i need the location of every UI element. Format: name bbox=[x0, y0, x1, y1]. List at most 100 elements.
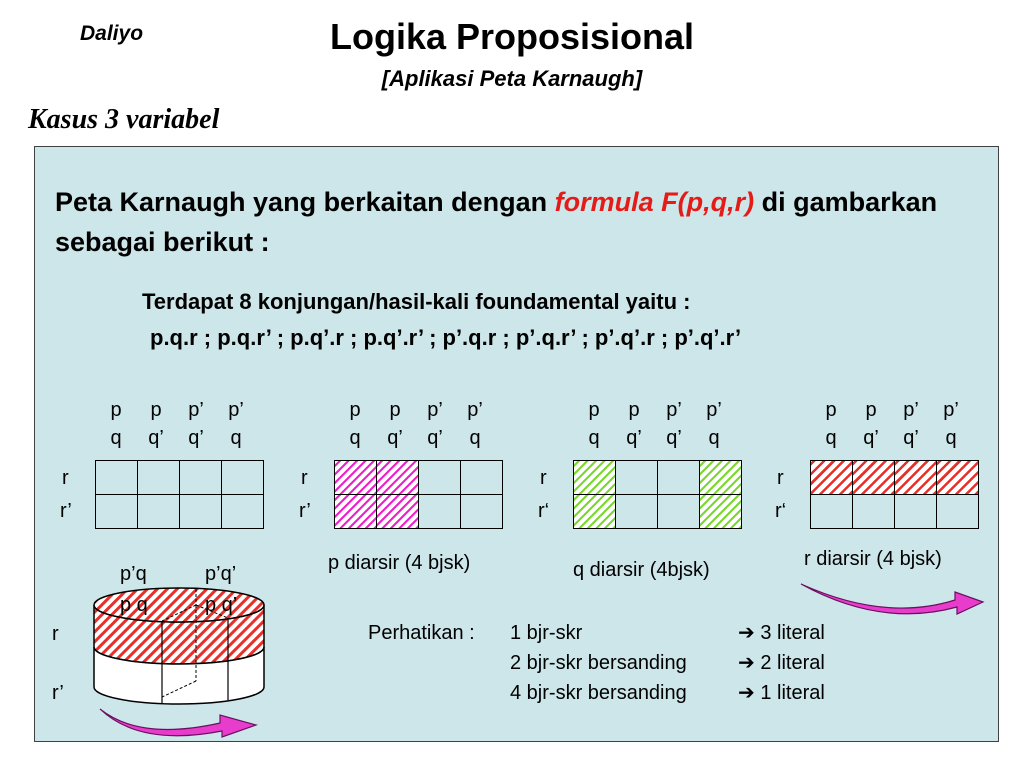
kmap2-cell-shaded bbox=[377, 461, 419, 495]
kmap-4 bbox=[810, 460, 979, 529]
map4-header-top: p p p’ p’ bbox=[811, 396, 971, 424]
cylinder-top-label-1: p’q bbox=[120, 563, 147, 585]
note-line-2-left: 2 bjr-skr bersanding bbox=[510, 652, 687, 674]
map3-header-top: p p p’ p’ bbox=[574, 396, 734, 424]
intro-text: Peta Karnaugh yang berkaitan dengan form… bbox=[55, 182, 990, 262]
note-line-3-left: 4 bjr-skr bersanding bbox=[510, 682, 687, 704]
map3-head-top-1: p bbox=[588, 399, 600, 421]
kmap3-cell-shaded bbox=[700, 461, 742, 495]
kmap3-cell-shaded bbox=[574, 495, 616, 529]
intro-part1: Peta Karnaugh yang berkaitan dengan bbox=[55, 187, 555, 217]
map2-head-top-2: p bbox=[389, 399, 401, 421]
note-line-1-value: 3 literal bbox=[760, 622, 825, 644]
kmap2-cell-shaded bbox=[335, 495, 377, 529]
cylinder-row-label-2: r’ bbox=[52, 682, 64, 704]
kmap2-cell bbox=[419, 461, 461, 495]
map2-head-top-3: p’ bbox=[427, 399, 443, 421]
map3-head-top-3: p’ bbox=[666, 399, 682, 421]
map3-head-bot-3: q’ bbox=[666, 427, 682, 449]
intro-highlight: formula F(p,q,r) bbox=[554, 187, 755, 217]
kmap1-cell bbox=[222, 495, 264, 529]
cylinder-row-label-1: r bbox=[52, 623, 59, 645]
map1-header-top: p p p’ p’ bbox=[96, 396, 256, 424]
map3-header-bottom: q q’ q’ q bbox=[574, 424, 734, 452]
kmap3-cell bbox=[658, 461, 700, 495]
map3-row-label-2: r‘ bbox=[538, 500, 550, 522]
map2-head-bot-4: q bbox=[469, 427, 481, 449]
map2-header-top: p p p’ p’ bbox=[335, 396, 495, 424]
map3-caption: q diarsir (4bjsk) bbox=[573, 559, 710, 581]
map3-head-bot-2: q’ bbox=[626, 427, 642, 449]
kmap1-cell bbox=[96, 461, 138, 495]
kmap2-cell bbox=[461, 461, 503, 495]
map3-head-bot-1: q bbox=[588, 427, 600, 449]
notes-prefix: Perhatikan : bbox=[368, 622, 475, 644]
kmap3-cell bbox=[616, 495, 658, 529]
kmap2-cell bbox=[419, 495, 461, 529]
cylinder-kmap-diagram bbox=[93, 587, 265, 738]
map1-head-top-2: p bbox=[150, 399, 162, 421]
map4-head-bot-1: q bbox=[825, 427, 837, 449]
kmap-2 bbox=[334, 460, 503, 529]
note-line-2-right: ➔ 2 literal bbox=[738, 648, 825, 678]
note-line-2-value: 2 literal bbox=[760, 652, 825, 674]
cylinder-top-label-2: p’q’ bbox=[205, 563, 237, 585]
arrow-right-icon: ➔ bbox=[738, 682, 755, 704]
map4-head-top-3: p’ bbox=[903, 399, 919, 421]
kmap1-cell bbox=[222, 461, 264, 495]
map1-head-bot-2: q’ bbox=[148, 427, 164, 449]
map4-header-bottom: q q’ q’ q bbox=[811, 424, 971, 452]
map2-head-bot-1: q bbox=[349, 427, 361, 449]
note-line-1-left: 1 bjr-skr bbox=[510, 622, 583, 644]
map1-row-label-2: r’ bbox=[60, 500, 72, 522]
map4-head-bot-2: q’ bbox=[863, 427, 879, 449]
map1-header: p p p’ p’ q q’ q’ q bbox=[96, 396, 256, 452]
map2-row-label-2: r’ bbox=[299, 500, 311, 522]
map1-header-bottom: q q’ q’ q bbox=[96, 424, 256, 452]
kmap4-cell bbox=[937, 495, 979, 529]
cylinder-mid-label-2: p q’ bbox=[205, 594, 238, 616]
map4-row-label-1: r bbox=[777, 467, 784, 489]
map4-head-bot-4: q bbox=[945, 427, 957, 449]
map2-row-label-1: r bbox=[301, 467, 308, 489]
intro-part2: di gambarkan sebagai berikut : bbox=[55, 187, 938, 257]
note-line-3-right: ➔ 1 literal bbox=[738, 678, 825, 708]
kmap4-cell bbox=[853, 495, 895, 529]
kmap2-cell-shaded bbox=[377, 495, 419, 529]
fundamental-title: Terdapat 8 konjungan/hasil-kali foundame… bbox=[142, 289, 691, 314]
fundamental-list: p.q.r ; p.q.r’ ; p.q’.r ; p.q’.r’ ; p’.q… bbox=[150, 325, 742, 350]
map4-row-label-2: r‘ bbox=[775, 500, 787, 522]
kmap3-cell-shaded bbox=[574, 461, 616, 495]
kmap2-cell bbox=[461, 495, 503, 529]
kmap4-cell-shaded bbox=[853, 461, 895, 495]
map2-head-top-4: p’ bbox=[467, 399, 483, 421]
map1-head-bot-4: q bbox=[230, 427, 242, 449]
arrow-right-icon: ➔ bbox=[738, 652, 755, 674]
kmap4-cell-shaded bbox=[895, 461, 937, 495]
map1-row-label-1: r bbox=[62, 467, 69, 489]
map4-header: p p p’ p’ q q’ q’ q bbox=[811, 396, 971, 452]
map3-head-top-4: p’ bbox=[706, 399, 722, 421]
kmap1-cell bbox=[180, 495, 222, 529]
map3-head-top-2: p bbox=[628, 399, 640, 421]
map2-caption: p diarsir (4 bjsk) bbox=[328, 552, 471, 574]
kmap-3 bbox=[573, 460, 742, 529]
kmap1-cell bbox=[180, 461, 222, 495]
kmap4-cell-shaded bbox=[811, 461, 853, 495]
map3-header: p p p’ p’ q q’ q’ q bbox=[574, 396, 734, 452]
map4-head-top-1: p bbox=[825, 399, 837, 421]
map2-header: p p p’ p’ q q’ q’ q bbox=[335, 396, 495, 452]
map4-head-bot-3: q’ bbox=[903, 427, 919, 449]
author-name: Daliyo bbox=[80, 22, 144, 45]
case-heading: Kasus 3 variabel bbox=[28, 104, 220, 135]
map4-head-top-2: p bbox=[865, 399, 877, 421]
map2-head-bot-3: q’ bbox=[427, 427, 443, 449]
cylinder-mid-label-1: p q bbox=[120, 594, 148, 616]
kmap4-cell bbox=[811, 495, 853, 529]
arrow-right-icon: ➔ bbox=[738, 622, 755, 644]
kmap1-cell bbox=[96, 495, 138, 529]
map2-head-top-1: p bbox=[349, 399, 361, 421]
kmap3-cell-shaded bbox=[700, 495, 742, 529]
kmap1-cell bbox=[138, 461, 180, 495]
map1-head-bot-3: q’ bbox=[188, 427, 204, 449]
